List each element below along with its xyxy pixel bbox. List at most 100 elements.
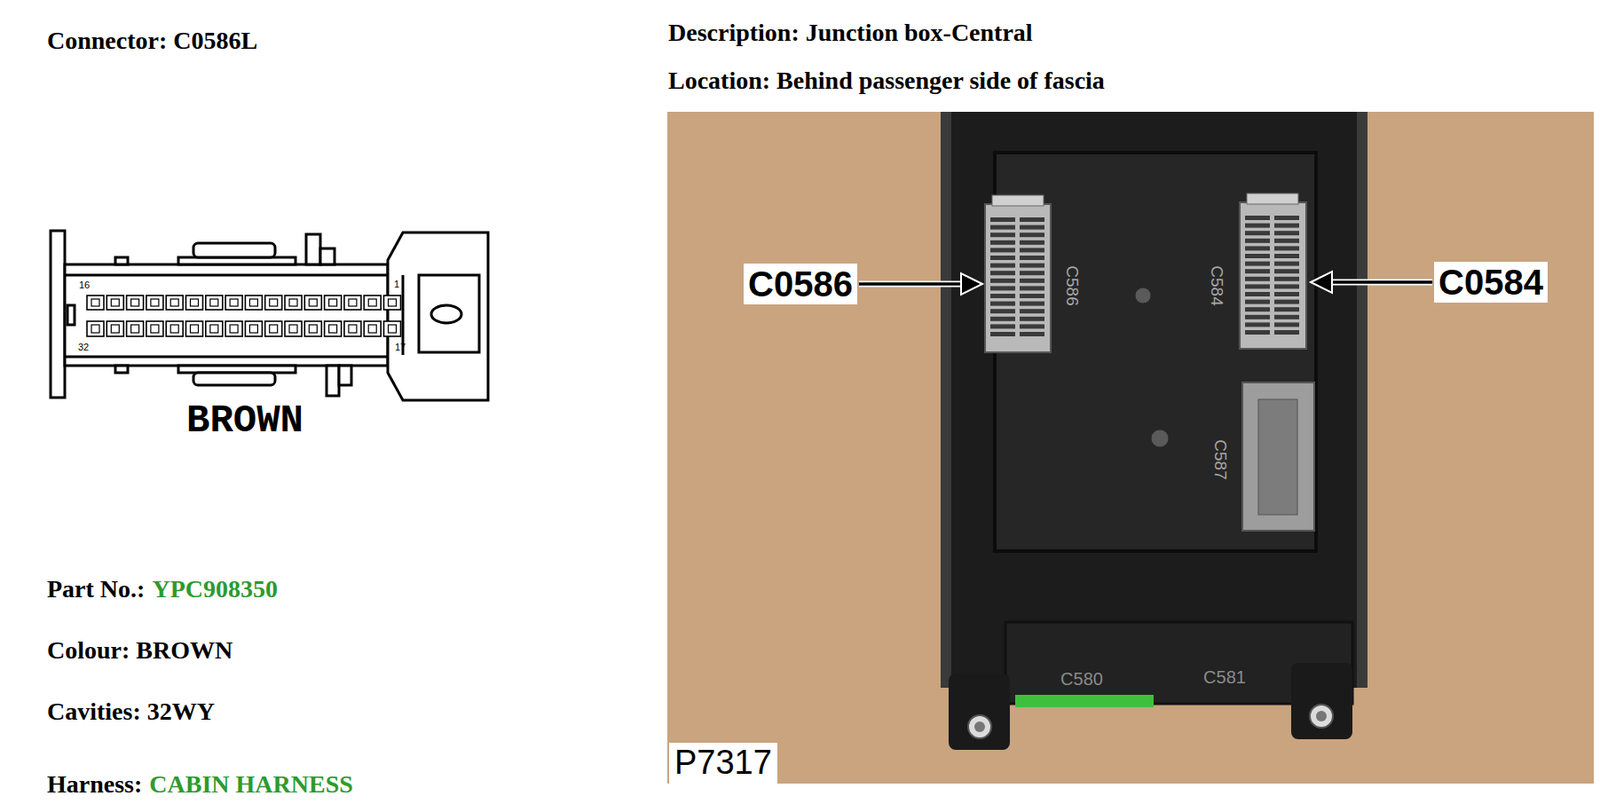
photo-pin [990, 293, 1016, 299]
photo-pin [1019, 323, 1045, 329]
field-text: Colour: BROWN [47, 636, 233, 665]
photo-pin [1274, 230, 1300, 236]
cavity-terminal [329, 324, 338, 333]
tab [338, 365, 352, 386]
cavity-terminal [170, 324, 179, 333]
cavity [363, 295, 381, 310]
photo-pin [1019, 293, 1045, 299]
photo-pin [1019, 278, 1045, 284]
photo-pins [990, 215, 1300, 337]
cavity-terminal [210, 324, 219, 333]
cavity [205, 295, 223, 310]
harness-name: CABIN HARNESS [149, 770, 354, 799]
tab [306, 234, 321, 265]
cavity-terminal [150, 299, 159, 307]
photo-pin [1245, 215, 1270, 221]
photo-pin [1245, 315, 1270, 320]
photo-pin [1019, 331, 1045, 337]
junction-box [940, 111, 1368, 688]
cavity-terminal [289, 324, 298, 333]
cavity-terminal [131, 299, 140, 307]
cavity-terminal [210, 299, 219, 307]
cavity-terminal [348, 324, 357, 333]
cavity-terminal [190, 324, 199, 333]
cavity [265, 321, 283, 337]
cavity-terminal [150, 324, 159, 333]
cavity-terminal [249, 299, 258, 307]
photo-pin [1245, 245, 1270, 251]
arrow-head [961, 273, 983, 295]
cavity [324, 321, 342, 337]
cavity-terminal [289, 299, 298, 307]
photo-pin [1019, 301, 1045, 307]
photo-pin [1274, 307, 1300, 312]
cavity-terminal [388, 299, 397, 307]
cavity-terminal [110, 299, 119, 307]
green-connector [1015, 694, 1154, 708]
photo-connector [1239, 202, 1307, 349]
cavity [165, 295, 183, 310]
photo-pin [1019, 285, 1045, 291]
photo-pin [990, 308, 1016, 314]
cavity-terminal [91, 324, 100, 333]
field-label: Harness: [47, 770, 142, 799]
box-label: C0584 [1438, 262, 1544, 302]
latch [193, 243, 276, 258]
photo-pin [1274, 299, 1300, 305]
cavity-terminal [368, 299, 377, 307]
cavity-terminal [308, 324, 317, 333]
photo-pin [1274, 261, 1300, 267]
cavity [324, 295, 342, 310]
mounting-hole [1316, 710, 1327, 722]
photo-pin [1019, 255, 1045, 261]
photo-pin [990, 247, 1016, 253]
photo-pin [1245, 261, 1270, 267]
cavity-terminal [329, 299, 338, 307]
cavity-terminal [170, 299, 179, 307]
callout-box: C0586 [743, 263, 858, 305]
colour-label: BROWN [186, 398, 304, 444]
photo-pin [1245, 291, 1270, 297]
photo-latch [1246, 193, 1299, 205]
cavity [225, 295, 243, 310]
cavity [284, 295, 302, 310]
photo-pin [1245, 276, 1270, 282]
photo-pin [1274, 330, 1300, 335]
cavity-terminal [308, 299, 317, 307]
photo-pin [990, 270, 1016, 276]
leader-halo [859, 281, 966, 288]
molded-label: C586 [1062, 265, 1082, 306]
cavity [146, 295, 164, 310]
photo-pin [990, 225, 1016, 230]
photo-pin [990, 263, 1016, 268]
mounting-hole [1309, 704, 1333, 728]
photo-pin [1019, 225, 1045, 230]
cavity [126, 321, 144, 337]
box-edge [940, 111, 952, 688]
cavity [126, 295, 144, 310]
cavity [344, 295, 362, 310]
photo-connector [985, 204, 1051, 353]
photo-pin [1019, 232, 1045, 237]
latch [193, 372, 276, 386]
callout-box: C0584 [1434, 261, 1548, 303]
box-edge [1356, 111, 1368, 688]
photo-pin [990, 331, 1016, 337]
photo-pin [1274, 215, 1300, 221]
mounting-tab [948, 673, 1010, 750]
photo-content [667, 111, 1594, 784]
photo-background [667, 111, 1594, 784]
photo-pin [1245, 223, 1270, 229]
cavity [384, 321, 402, 337]
tab [320, 248, 335, 265]
connector-flange [50, 230, 65, 398]
cavity-terminal [91, 299, 100, 307]
cavity-terminal [190, 299, 199, 307]
screw [1150, 429, 1169, 448]
cavity-terminal [131, 324, 140, 333]
photo-pin [1274, 223, 1300, 229]
leader-line [859, 282, 966, 286]
cavity-terminal [269, 324, 278, 333]
photo-pin [1245, 283, 1270, 289]
cavity-terminal [269, 299, 278, 307]
